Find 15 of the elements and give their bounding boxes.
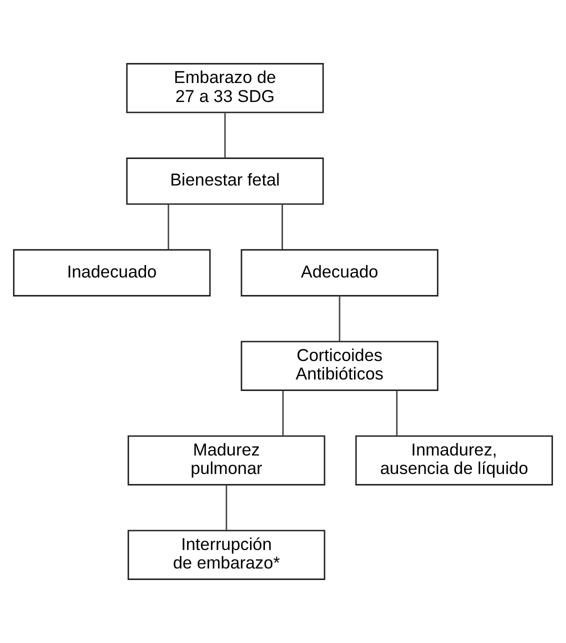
connector bbox=[282, 390, 284, 436]
connector bbox=[396, 390, 398, 436]
connector bbox=[226, 485, 228, 530]
node-box: Madurez pulmonar bbox=[128, 435, 326, 486]
node-box: Bienestar fetal bbox=[126, 158, 324, 205]
connector bbox=[338, 296, 340, 342]
node-box: Corticoides Antibióticos bbox=[240, 340, 438, 391]
node-box: Interrupción de embarazo* bbox=[128, 530, 326, 580]
connector bbox=[168, 204, 170, 250]
node-box: Inadecuado bbox=[13, 249, 211, 296]
node-box: Adecuado bbox=[240, 249, 438, 296]
node-box: Embarazo de 27 a 33 SDG bbox=[126, 63, 324, 114]
connector bbox=[282, 204, 283, 250]
connector bbox=[224, 112, 226, 158]
node-box: Inmadurez, ausencia de líquido bbox=[355, 435, 553, 486]
